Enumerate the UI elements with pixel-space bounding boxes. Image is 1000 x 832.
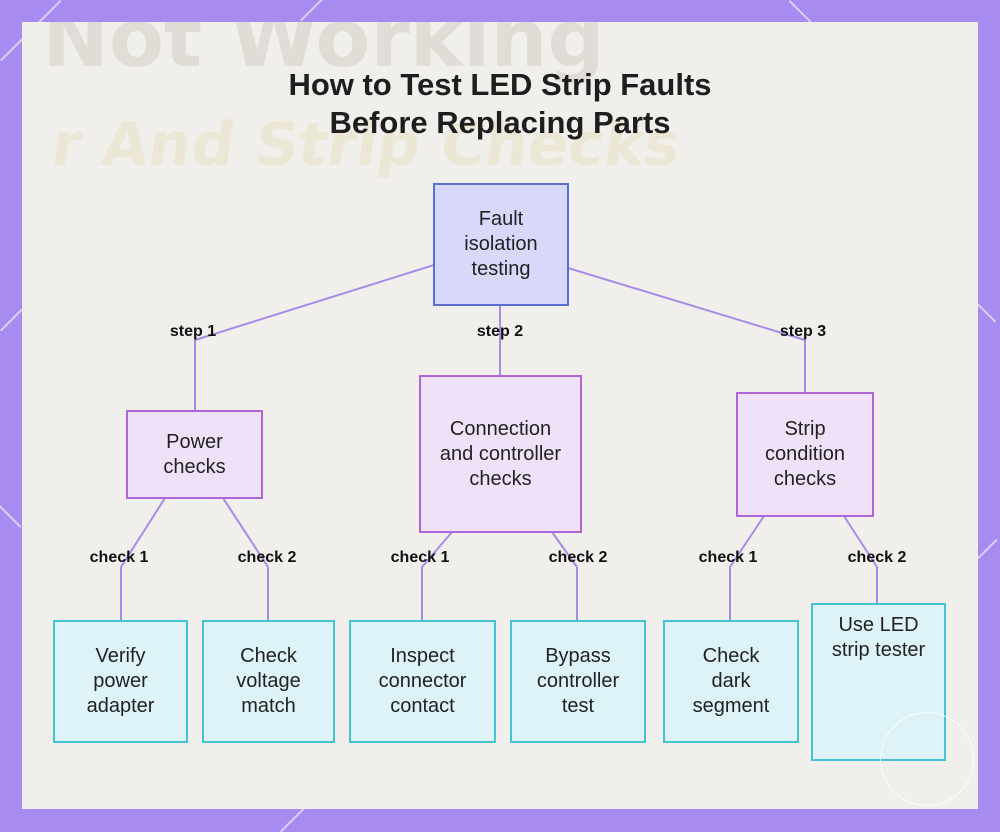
leaf-node-label: Check voltage match bbox=[236, 645, 301, 717]
branch-node-power-checks: Power checks bbox=[126, 410, 263, 499]
edge-label-step-1: step 1 bbox=[169, 323, 217, 340]
connector-root-to-step3 bbox=[567, 267, 806, 341]
edge-label-strip-check-1: check 1 bbox=[698, 549, 758, 566]
branch-node-label: Connection and controller checks bbox=[439, 417, 562, 490]
connector-lines bbox=[120, 264, 878, 620]
edge-label-power-check-2: check 2 bbox=[237, 549, 297, 566]
connector-power-to-check1 bbox=[120, 497, 166, 568]
branch-node-label: Power checks bbox=[163, 430, 226, 478]
leaf-node-label: Verify power adapter bbox=[86, 645, 155, 717]
leaf-node-label: Inspect connector contact bbox=[378, 645, 467, 717]
leaf-node-label: Bypass controller test bbox=[536, 645, 620, 717]
branch-node-label: Strip condition checks bbox=[764, 418, 846, 490]
connector-power-to-check2 bbox=[222, 497, 269, 568]
diagram-panel: Not Working r And Strip Checks How to Te… bbox=[22, 22, 978, 809]
root-node: Fault isolation testing bbox=[433, 183, 569, 306]
frame-decoration bbox=[300, 0, 323, 22]
diagram-title: How to Test LED Strip Faults Before Repl… bbox=[288, 67, 712, 140]
connector-connection-to-check2 bbox=[551, 531, 578, 568]
connector-strip-to-check2 bbox=[843, 515, 878, 568]
edge-label-connection-check-2: check 2 bbox=[548, 549, 608, 566]
frame-decoration bbox=[0, 505, 22, 528]
leaf-node-verify-power-adapter: Verify power adapter bbox=[53, 620, 188, 743]
leaf-node-label: Use LED strip tester bbox=[831, 614, 926, 661]
frame-decoration bbox=[975, 538, 998, 562]
edge-label-strip-check-2: check 2 bbox=[847, 549, 907, 566]
branch-node-connection-controller-checks: Connection and controller checks bbox=[419, 375, 582, 533]
frame-decoration bbox=[788, 0, 812, 23]
edge-label-connection-check-1: check 1 bbox=[390, 549, 450, 566]
connector-root-to-step1 bbox=[194, 264, 435, 341]
leaf-node-check-dark-segment: Check dark segment bbox=[663, 620, 799, 743]
leaf-node-inspect-connector-contact: Inspect connector contact bbox=[349, 620, 496, 743]
leaf-node-bypass-controller-test: Bypass controller test bbox=[510, 620, 646, 743]
connector-strip-to-check1 bbox=[729, 515, 765, 568]
root-node-label: Fault isolation testing bbox=[464, 208, 538, 280]
leaf-node-check-voltage-match: Check voltage match bbox=[202, 620, 335, 743]
connector-connection-to-check1 bbox=[421, 531, 453, 568]
edge-label-step-2: step 2 bbox=[476, 323, 524, 340]
frame-decoration bbox=[0, 308, 23, 332]
background-watermark-line-1: Not Working bbox=[42, 22, 605, 85]
branch-node-strip-condition-checks: Strip condition checks bbox=[736, 392, 874, 517]
edge-label-power-check-1: check 1 bbox=[89, 549, 149, 566]
edge-label-step-3: step 3 bbox=[779, 323, 827, 340]
leaf-node-label: Check dark segment bbox=[692, 645, 770, 717]
watermark-logo bbox=[880, 712, 974, 806]
